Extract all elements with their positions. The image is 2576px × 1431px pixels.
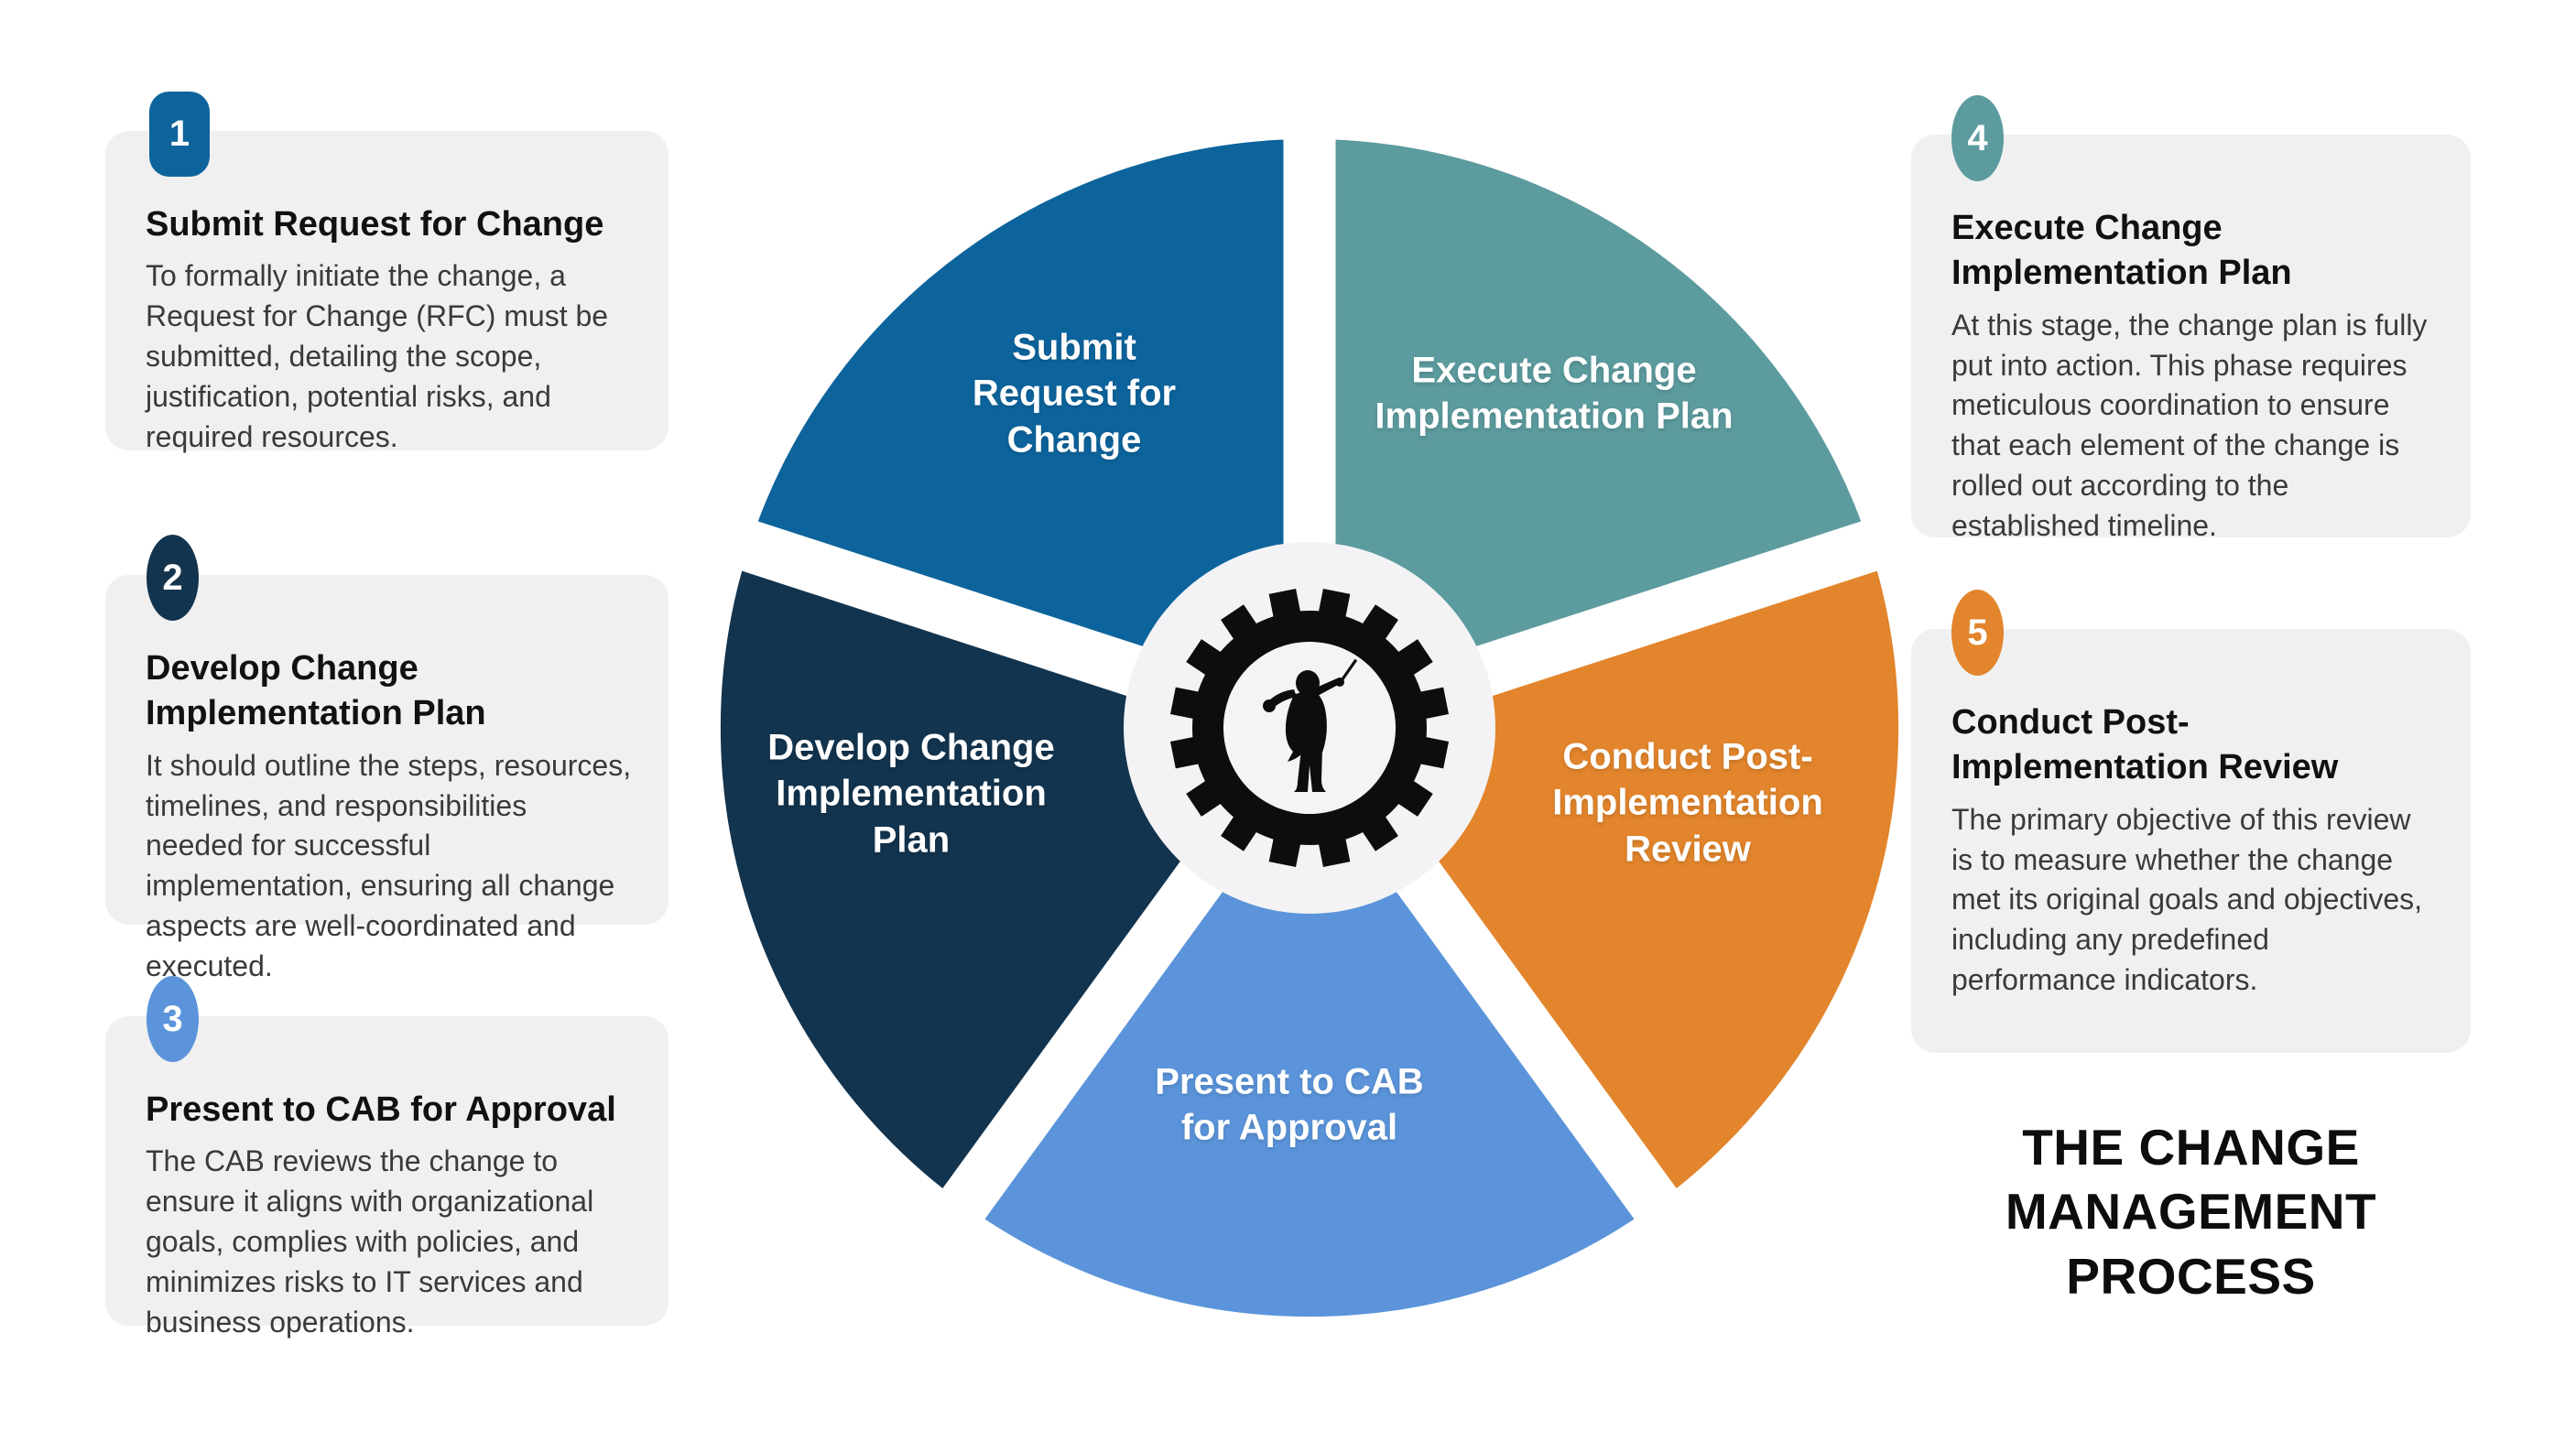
step-1-number: 1 (168, 114, 190, 154)
step-5-number: 5 (1967, 612, 1988, 653)
step-2-badge: 2 (147, 535, 199, 621)
step-5-card: Conduct Post-Implementation Review The p… (1911, 629, 2471, 1053)
step-5-description: The primary objective of this review is … (1951, 802, 2423, 997)
step-1-title: Submit Request for Change (146, 205, 604, 244)
step-2-number: 2 (162, 557, 183, 598)
step-3-title: Present to CAB for Approval (146, 1090, 616, 1129)
step-4-title: Execute Change Implementation Plan (1951, 209, 2292, 293)
step-1-card: Submit Request for Change To formally in… (105, 131, 668, 453)
step-4-badge: 4 (1951, 95, 2004, 181)
diagram-title-block: THE CHANGE MANAGEMENT PROCESS (1911, 1115, 2471, 1308)
process-wheel (714, 133, 1905, 1317)
wedge-label-present-cab: Present to CAB for Approval (1155, 1061, 1424, 1148)
wedge-label-submit-request: Submit Request for Change (972, 327, 1177, 461)
step-1-badge: 1 (149, 92, 210, 177)
step-2-title: Develop Change Implementation Plan (146, 649, 486, 733)
step-3-card: Present to CAB for Approval The CAB revi… (105, 1016, 668, 1339)
wedge-present-cab (963, 728, 1656, 1317)
step-2-description: It should outline the steps, resources, … (146, 748, 632, 982)
step-4-number: 4 (1967, 117, 1988, 158)
step-3-number: 3 (162, 998, 183, 1039)
step-3-description: The CAB reviews the change to ensure it … (146, 1144, 594, 1339)
step-5-title: Conduct Post-Implementation Review (1951, 703, 2339, 787)
conductor-figure-icon (1263, 658, 1358, 792)
step-3-badge: 3 (147, 976, 199, 1062)
step-5-badge: 5 (1951, 590, 2004, 676)
wedge-label-develop-plan: Develop Change Implementation Plan (767, 727, 1055, 861)
diagram-title: THE CHANGE MANAGEMENT PROCESS (2005, 1119, 2377, 1305)
step-1-description: To formally initiate the change, a Reque… (146, 259, 609, 453)
step-4-card: Execute Change Implementation Plan At th… (1911, 135, 2471, 542)
wedge-label-conduct-review: Conduct Post-Implementation Review (1552, 736, 1823, 870)
wedge-label-execute-change: Execute Change Implementation Plan (1375, 350, 1734, 437)
step-4-description: At this stage, the change plan is fully … (1951, 308, 2428, 542)
step-2-card: Develop Change Implementation Plan It sh… (105, 575, 668, 982)
